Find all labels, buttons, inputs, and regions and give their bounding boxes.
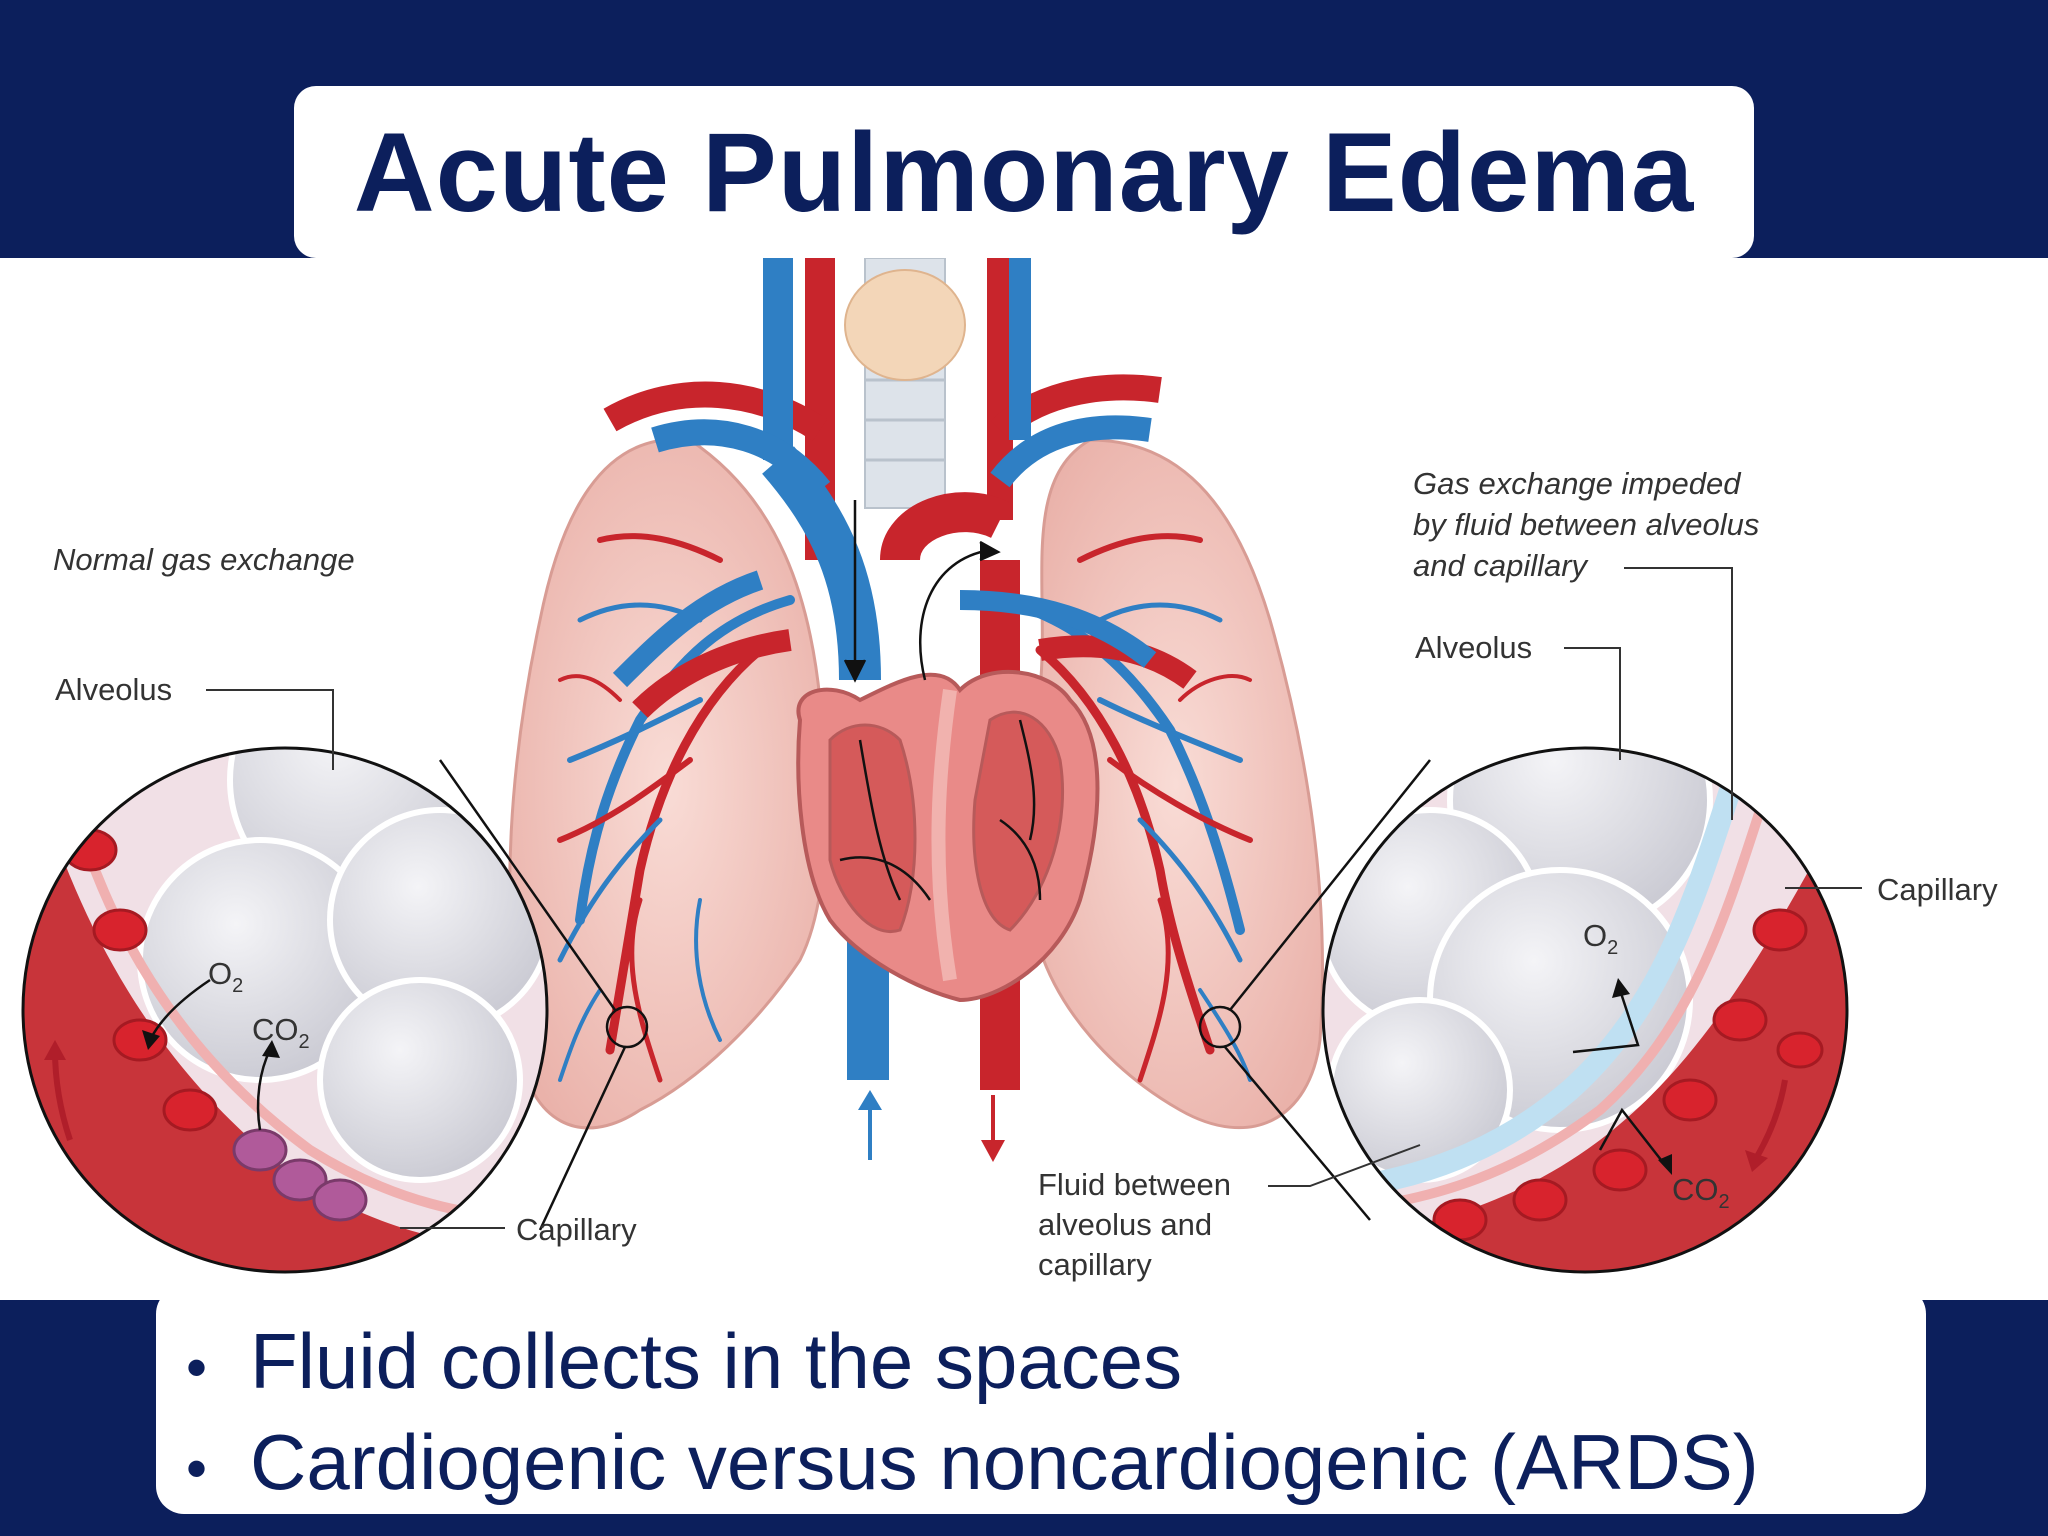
slide-title: Acute Pulmonary Edema xyxy=(353,109,1695,235)
flow-arrows xyxy=(839,500,1042,901)
left-capillary-label: Capillary xyxy=(516,1212,637,1247)
fluid-label-line-2: alveolus and xyxy=(1038,1207,1212,1242)
trachea xyxy=(844,257,966,509)
right-inset xyxy=(1268,567,1862,1274)
bullet-text: Fluid collects in the spaces xyxy=(250,1317,1183,1405)
right-capillary-label: Capillary xyxy=(1877,872,1998,907)
fluid-label-line-3: capillary xyxy=(1038,1247,1152,1282)
bullet-item: • Fluid collects in the spaces xyxy=(186,1314,1926,1415)
inflow-outflow-arrows xyxy=(858,1090,1005,1162)
right-caption-line-3: and capillary xyxy=(1413,548,1590,583)
heart xyxy=(796,669,1100,1003)
bullet-text: Cardiogenic versus noncardiogenic (ARDS) xyxy=(250,1418,1759,1506)
bullet-list: • Fluid collects in the spaces • Cardiog… xyxy=(156,1286,1926,1514)
right-caption-line-1: Gas exchange impeded xyxy=(1413,466,1742,501)
right-alveolus-label: Alveolus xyxy=(1415,630,1532,665)
bullet-item: • Cardiogenic versus noncardiogenic (ARD… xyxy=(186,1415,1926,1516)
left-co2-label: CO2 xyxy=(252,1012,310,1053)
left-caption: Normal gas exchange xyxy=(53,542,355,577)
zoom-markers xyxy=(438,759,1431,1231)
right-caption-line-2: by fluid between alveolus xyxy=(1413,507,1759,542)
left-inset xyxy=(21,689,549,1274)
left-red-cells xyxy=(62,828,368,1222)
right-red-cells xyxy=(1432,908,1824,1242)
bullet-dot-icon: • xyxy=(186,1435,208,1502)
fluid-label-line-1: Fluid between xyxy=(1038,1167,1231,1202)
right-co2-label: CO2 xyxy=(1672,1172,1730,1213)
lung-vessels-right xyxy=(995,533,1253,1083)
title-box: Acute Pulmonary Edema xyxy=(294,86,1754,258)
lung-vessels-left xyxy=(557,533,795,1083)
great-vessels xyxy=(603,258,1197,1090)
left-alveolus-label: Alveolus xyxy=(55,672,172,707)
left-o2-label: O2 xyxy=(208,956,243,997)
right-o2-label: O2 xyxy=(1583,918,1618,959)
bullet-dot-icon: • xyxy=(186,1334,208,1401)
thyroid xyxy=(844,269,966,381)
